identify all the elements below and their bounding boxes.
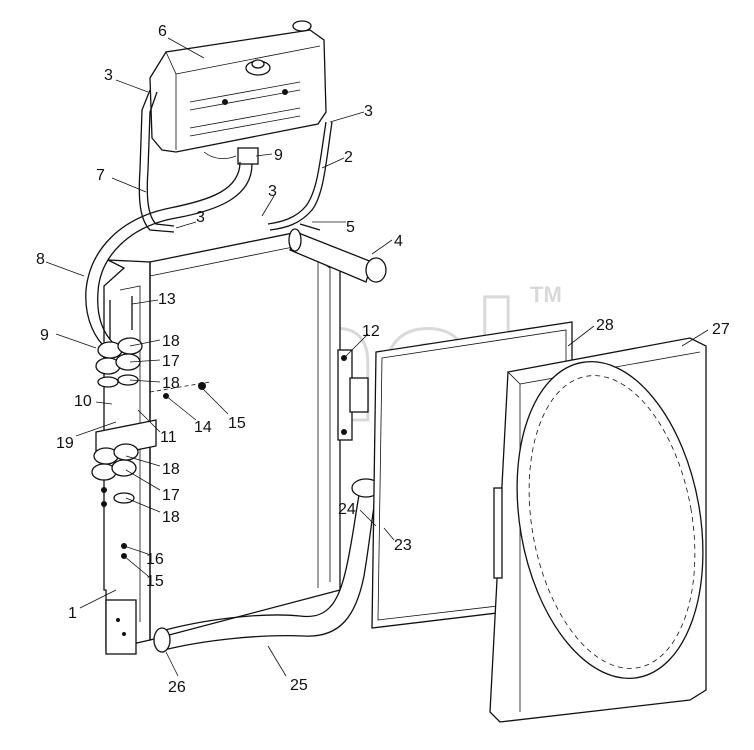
callouts: 6 3 3 9 2 7 3 3 5 4 8 13 12 28 27 9 18 1…	[36, 23, 730, 696]
callout-2: 2	[344, 149, 353, 166]
callout-11: 11	[160, 429, 177, 446]
expansion-tank	[149, 20, 327, 165]
callout-8: 8	[36, 251, 45, 268]
fan-shroud	[489, 337, 707, 723]
callout-7: 7	[96, 167, 105, 184]
callout-14: 14	[194, 419, 212, 436]
callout-15-a: 15	[228, 415, 246, 432]
callout-24: 24	[338, 501, 356, 518]
watermark-tm: TM	[530, 282, 562, 307]
callout-3-hose: 3	[196, 209, 205, 226]
upper-pipe	[288, 223, 387, 283]
callout-19: 19	[56, 435, 74, 452]
radiator-core	[103, 231, 341, 655]
callout-26: 26	[168, 679, 186, 696]
callout-6: 6	[158, 23, 167, 40]
callout-15-b: 15	[146, 573, 164, 590]
callout-17-a: 17	[162, 353, 180, 370]
callout-4: 4	[394, 233, 403, 250]
fastener-stack	[91, 296, 211, 559]
callout-16: 16	[146, 551, 164, 568]
hose-25-inner	[163, 493, 377, 651]
hose-8-inner	[97, 163, 253, 345]
callout-5: 5	[346, 219, 355, 236]
callout-9-left: 9	[40, 327, 49, 344]
hose-2	[267, 121, 327, 225]
side-bracket	[337, 349, 369, 441]
callout-18-b: 18	[162, 375, 180, 392]
hose-2-inner	[269, 121, 333, 231]
callout-27: 27	[712, 321, 730, 338]
callout-12: 12	[362, 323, 380, 340]
callout-23: 23	[394, 537, 412, 554]
callout-3-middle: 3	[268, 183, 277, 200]
callout-13: 13	[158, 291, 176, 308]
hose-8	[85, 161, 241, 351]
callout-10: 10	[74, 393, 92, 410]
callout-9-top: 9	[274, 147, 283, 164]
leader-lines	[45, 37, 709, 677]
callout-18-c: 18	[162, 461, 180, 478]
callout-18-d: 18	[162, 509, 180, 526]
hose-7	[138, 89, 175, 233]
callout-1: 1	[68, 605, 77, 622]
callout-18-a: 18	[162, 333, 180, 350]
callout-3-top-left: 3	[104, 67, 113, 84]
callout-25: 25	[290, 677, 308, 694]
callout-17-b: 17	[162, 487, 180, 504]
callout-28: 28	[596, 317, 614, 334]
callout-3-top-right: 3	[364, 103, 373, 120]
clamp-26	[153, 627, 171, 653]
hose-25	[157, 489, 361, 633]
